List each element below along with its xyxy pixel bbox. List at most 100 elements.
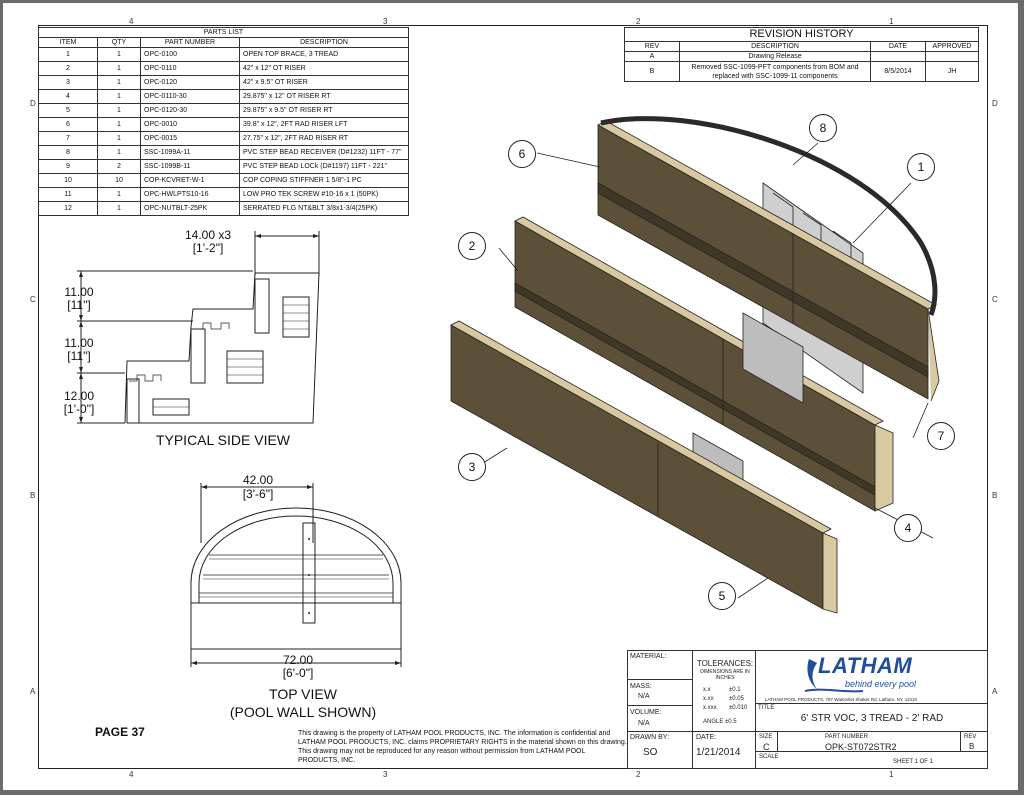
- parts-list-cell-qty: 1: [97, 201, 141, 216]
- scale-label: SCALE: [759, 754, 779, 760]
- zone-left-C: C: [30, 295, 36, 304]
- revision-history-title: REVISION HISTORY: [624, 27, 979, 42]
- rev-b-description: Removed SSC-1099-PFT components from BOM…: [679, 61, 871, 82]
- parts-list-cell-qty: 1: [97, 187, 141, 202]
- zone-bottom-1: 1: [889, 770, 894, 779]
- parts-list-cell-qty: 1: [97, 61, 141, 76]
- drawn-by-value: SO: [643, 747, 658, 758]
- logo-wordmark: LATHAM: [818, 653, 913, 678]
- zone-top-1: 1: [889, 17, 894, 26]
- parts-list-cell-description: 27.75" x 12", 2FT RAD RISER RT: [239, 131, 409, 146]
- zone-right-D: D: [992, 99, 998, 108]
- callout-4: 4: [894, 514, 922, 542]
- tolerances-title: TOLERANCES:: [696, 659, 754, 668]
- parts-list-cell-description: PVC STEP BEAD RECEIVER (D#1232) 11FT - 7…: [239, 145, 409, 160]
- parts-list-cell-item: 12: [38, 201, 98, 216]
- parts-list-cell-item: 6: [38, 117, 98, 132]
- parts-list-cell-description: 29.875" x 9.5" OT RISER RT: [239, 103, 409, 118]
- drawing-title: 6' STR VOC, 3 TREAD - 2' RAD: [800, 713, 944, 724]
- zone-left-B: B: [30, 491, 36, 500]
- parts-list-table: PARTS LIST ITEM QTY PART NUMBER DESCRIPT…: [38, 27, 409, 216]
- parts-list-cell-item: 5: [38, 103, 98, 118]
- callout-3: 3: [458, 453, 486, 481]
- side-view-width-dim-ft: [1'-2"]: [192, 241, 224, 255]
- rev-b-id: B: [624, 61, 680, 82]
- zone-right-B: B: [992, 491, 998, 500]
- zone-right-A: A: [992, 687, 998, 696]
- parts-list-cell-part-number: COP-KCVRET-W-1: [140, 173, 240, 188]
- parts-list-cell-description: PVC STEP BEAD LOCk (D#1197) 11FT - 221": [239, 159, 409, 174]
- parts-list-cell-part-number: OPC-0110-30: [140, 89, 240, 104]
- mass-value: N/A: [638, 693, 650, 700]
- parts-list-header-part: PART NUMBER: [140, 37, 240, 48]
- proprietary-disclaimer: This drawing is the property of LATHAM P…: [298, 730, 627, 764]
- callout-7: 7: [927, 422, 955, 450]
- tol-3-value: ±0.010: [729, 705, 748, 711]
- parts-list-cell-qty: 1: [97, 145, 141, 160]
- drawing-sheet: 4 3 2 1 4 3 2 1 D C B A D C B A PARTS LI…: [3, 3, 1018, 790]
- parts-list-cell-description: 29.875" x 12" OT RISER RT: [239, 89, 409, 104]
- top-view-subtitle: (POOL WALL SHOWN): [229, 704, 377, 720]
- zone-top-3: 3: [383, 17, 388, 26]
- parts-list-cell-part-number: SSC-1099A-11: [140, 145, 240, 160]
- rev-value: B: [969, 742, 975, 751]
- parts-list-cell-qty: 1: [97, 47, 141, 62]
- parts-list-cell-description: 39.8" x 12", 2FT RAD RISER LFT: [239, 117, 409, 132]
- zone-top-4: 4: [129, 17, 134, 26]
- isometric-view-drawing: [450, 116, 940, 614]
- drawn-by-label: DRAWN BY:: [630, 734, 670, 741]
- callout-5: 5: [708, 582, 736, 610]
- tol-3-format: x.xxx: [703, 705, 717, 711]
- title-block: [627, 650, 988, 769]
- zone-bottom-3: 3: [383, 770, 388, 779]
- parts-list-cell-description: LOW PRO TEK SCREW #10-16 x 1 (50PK): [239, 187, 409, 202]
- parts-list-cell-qty: 1: [97, 131, 141, 146]
- parts-list-cell-description: COP COPING STIFFNER 1 5/8"-1 PC: [239, 173, 409, 188]
- tol-2-value: ±0.05: [729, 696, 744, 702]
- zone-top-2: 2: [636, 17, 641, 26]
- part-number-value: OPK-ST072STR2: [825, 742, 897, 752]
- logo-tagline: behind every pool: [845, 679, 917, 689]
- parts-list-cell-part-number: OPC-0120-30: [140, 103, 240, 118]
- parts-list-cell-part-number: OPC-0110: [140, 61, 240, 76]
- callout-8: 8: [809, 114, 837, 142]
- parts-list-cell-part-number: SSC-1099B-11: [140, 159, 240, 174]
- size-label: SIZE: [759, 734, 773, 740]
- rev-header-date: DATE: [870, 41, 926, 52]
- parts-list-cell-part-number: OPC-NUTBLT-25PK: [140, 201, 240, 216]
- rev-b-approved: JH: [925, 61, 979, 82]
- parts-list-cell-item: 1: [38, 47, 98, 62]
- mass-label: MASS:: [630, 683, 652, 690]
- rev-a-description: Drawing Release: [679, 51, 871, 62]
- side-view-riser1-dim-ft: [11"]: [67, 298, 91, 312]
- parts-list-cell-item: 2: [38, 61, 98, 76]
- parts-list-header-qty: QTY: [97, 37, 141, 48]
- zone-bottom-4: 4: [129, 770, 134, 779]
- top-view-span-dim-ft: [6'-0"]: [282, 666, 314, 680]
- parts-list-cell-description: OPEN TOP BRACE, 3 TREAD: [239, 47, 409, 62]
- side-view-riser1-dim: 11.00: [64, 285, 94, 299]
- top-view-title: TOP VIEW: [269, 686, 337, 702]
- zone-right-C: C: [992, 295, 998, 304]
- tol-angle: ANGLE ±0.5: [703, 719, 737, 725]
- side-view-width-dim: 14.00 x3: [184, 228, 232, 242]
- zone-left-A: A: [30, 687, 36, 696]
- parts-list-cell-item: 4: [38, 89, 98, 104]
- tolerances-units: DIMENSIONS ARE IN INCHES: [700, 669, 750, 681]
- side-view-drawing: [77, 231, 320, 424]
- parts-list-cell-qty: 2: [97, 159, 141, 174]
- sheet-number: SHEET 1 OF 1: [893, 759, 933, 765]
- material-label: MATERIAL:: [630, 653, 667, 660]
- callout-1: 1: [907, 153, 935, 181]
- parts-list-cell-part-number: OPC-HWLPTS10-16: [140, 187, 240, 202]
- parts-list-cell-item: 7: [38, 131, 98, 146]
- tol-1-format: x.x: [703, 687, 711, 693]
